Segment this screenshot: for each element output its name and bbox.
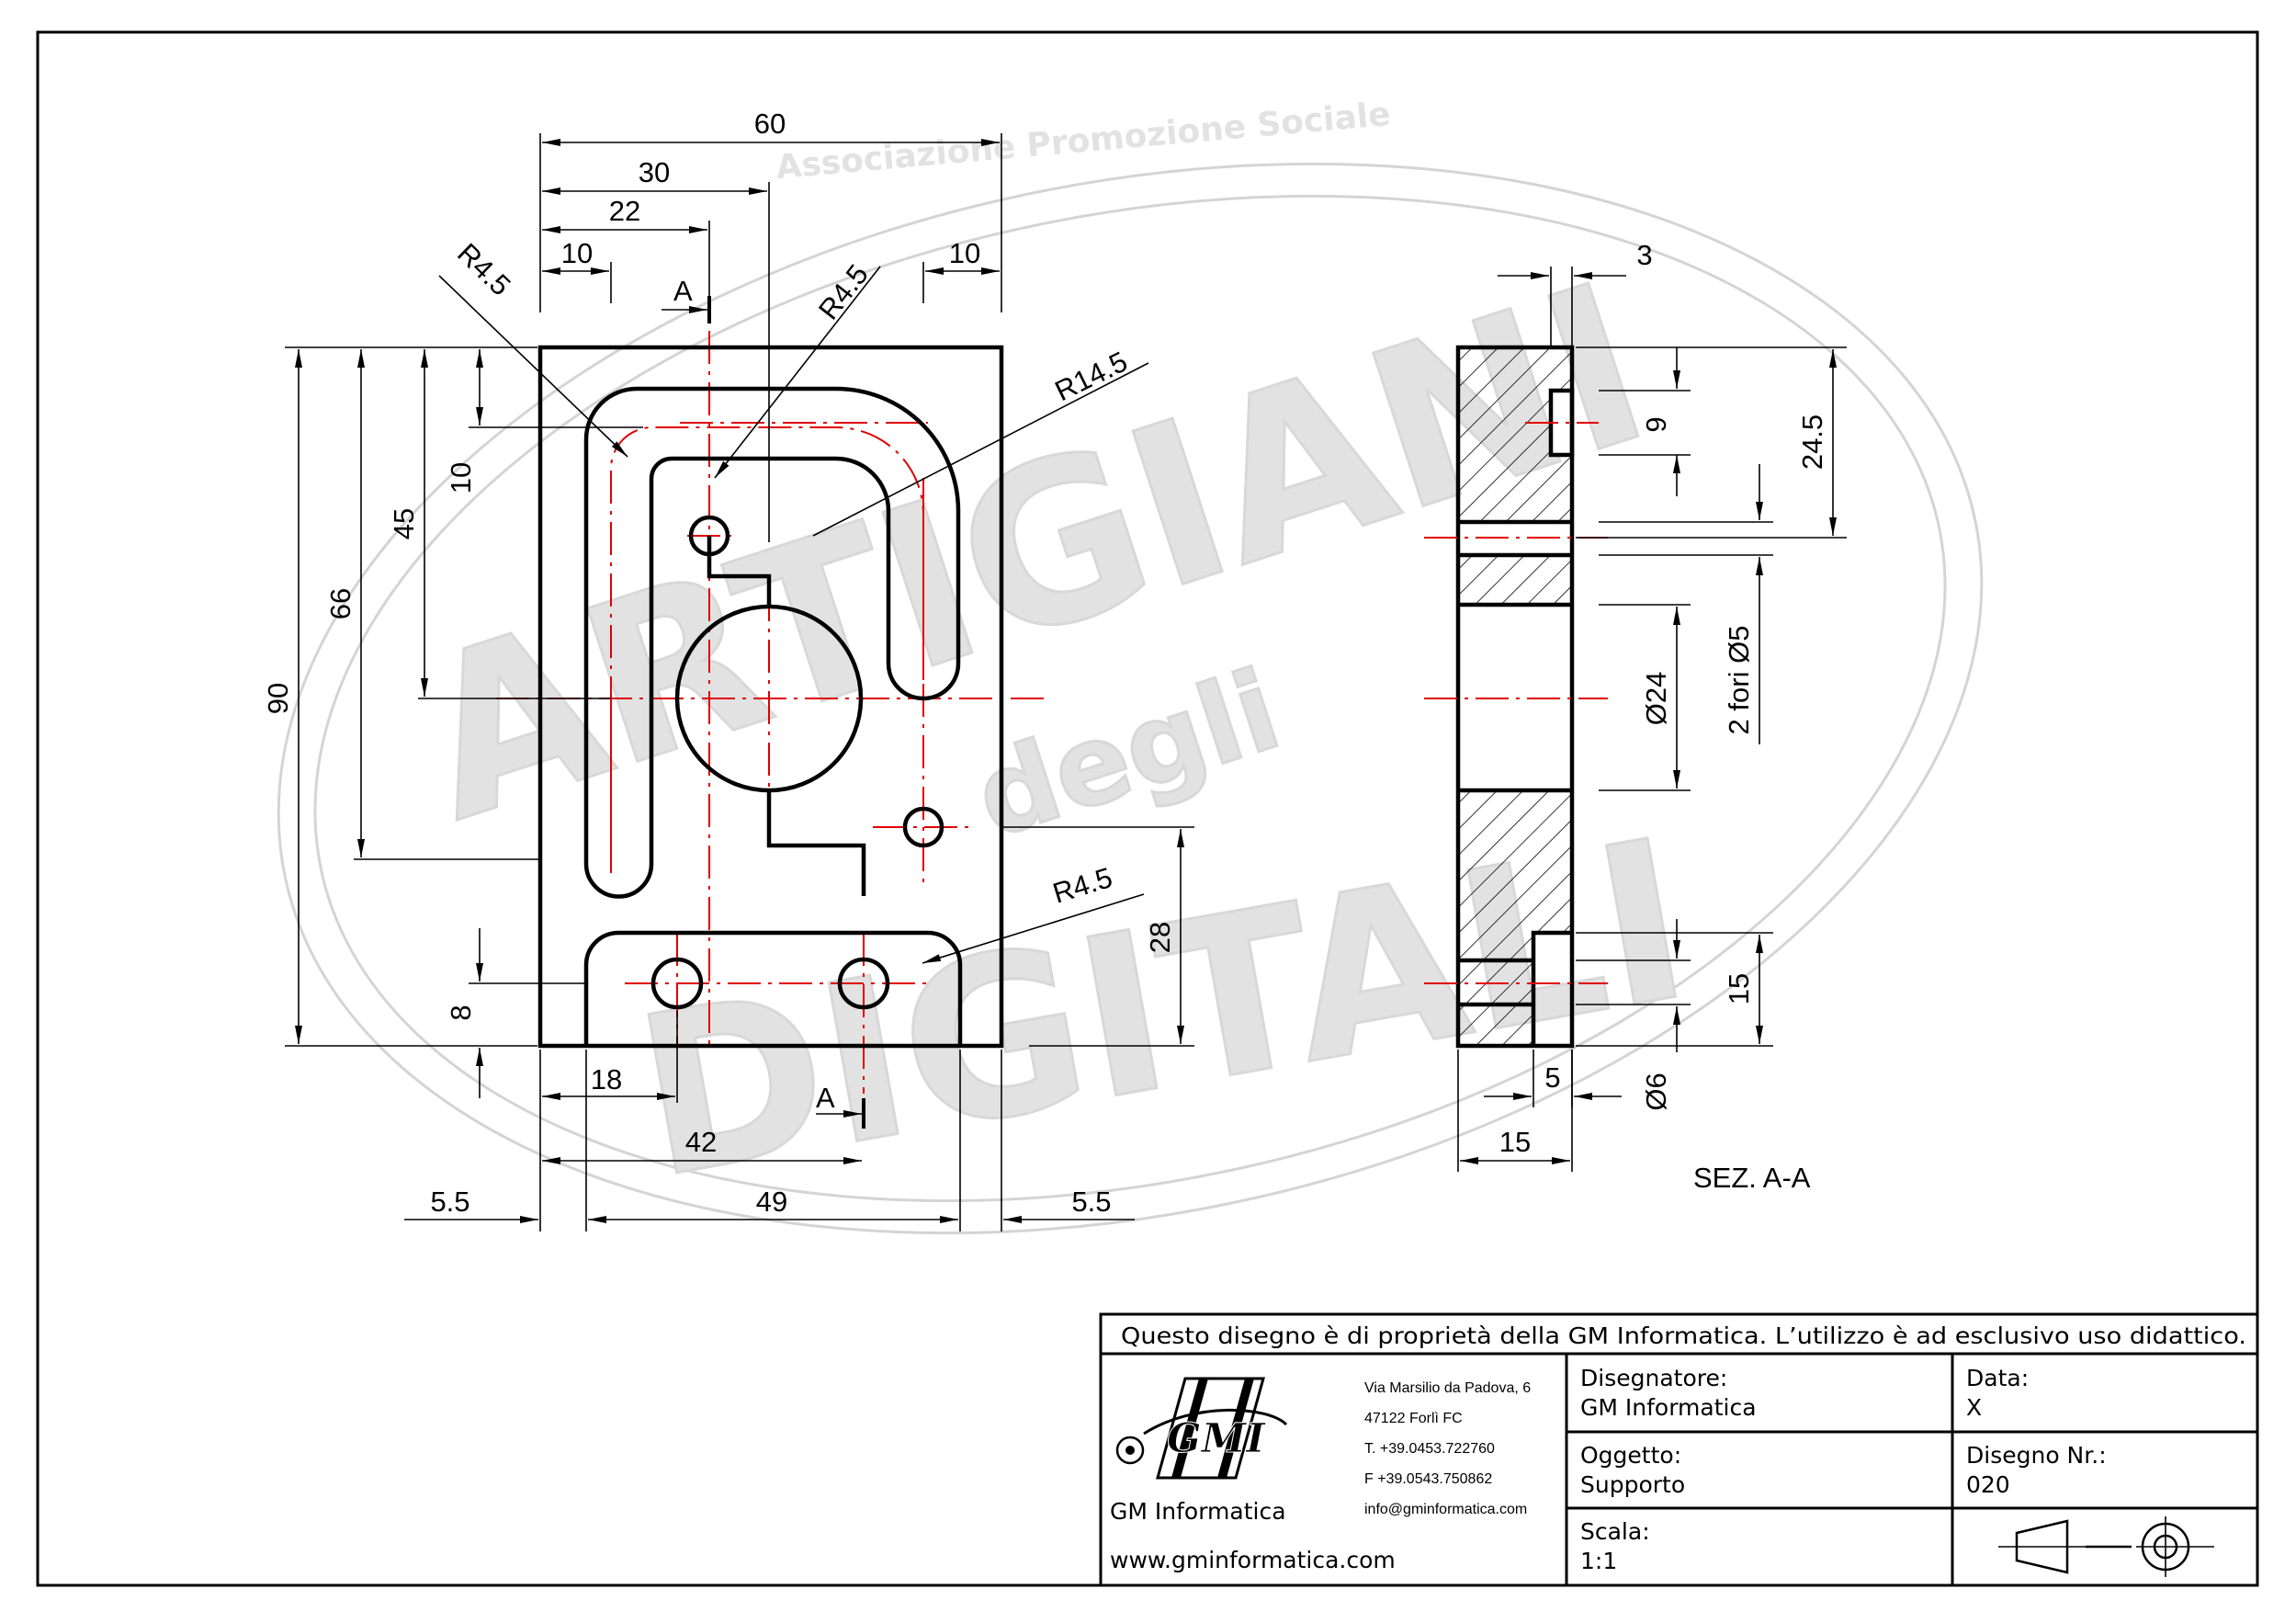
dim-bore: Ø24 [1640,672,1672,726]
designer-value: GM Informatica [1580,1394,1757,1421]
title-block-notice: Questo disegno è di proprietà della GM I… [1121,1322,2246,1349]
dim-bottom-offset: 8 [445,1004,477,1020]
date-value: X [1966,1394,1982,1421]
section-center-lines [1424,422,1608,984]
part-outline [537,345,1004,1049]
dim-slot-width: 3 [1636,239,1652,271]
dim-slot-depth: 66 [324,588,356,619]
company-address-2: 47122 Forlì FC [1364,1411,1463,1426]
section-dimensions: 3 9 24.5 2 fori Ø5 Ø24 15 [1457,239,1847,1172]
dim-bottom-hole-2: 42 [685,1126,717,1158]
watermark-association-text: Associazione Promozione Sociale [775,96,1392,187]
scale-label: Scala: [1580,1518,1650,1545]
dim-counterbore: 5 [1544,1061,1560,1094]
designer-label: Disegnatore: [1580,1365,1727,1391]
front-bottom-dimensions: 18 42 49 5.5 5.5 [404,1011,1135,1231]
dim-left-slot-offset: 10 [561,237,593,269]
dim-hole-height: 28 [1144,922,1176,953]
drawing-number-value: 020 [1966,1471,2010,1498]
dim-bottom-hole-1: 18 [591,1063,622,1095]
company-logo: GMI [1115,1377,1288,1480]
dim-top-block: 24.5 [1796,414,1828,470]
front-right-dimensions: 28 [1001,826,1194,1047]
company-fax: F +39.0543.750862 [1364,1471,1492,1487]
section-mark-top: A [673,275,693,307]
section-outline [1455,345,1575,1049]
hole-upper-left [688,515,730,557]
section-label: SEZ. A-A [1693,1162,1811,1194]
bottom-hole-1 [650,957,704,1010]
drawing-number-label: Disegno Nr.: [1966,1442,2107,1469]
dim-pocket: 9 [1640,416,1672,432]
company-name: GM Informatica [1110,1498,1286,1525]
company-website[interactable]: www.gminformatica.com [1110,1547,1396,1573]
front-top-dimensions: 60 30 22 10 10 [539,108,1002,542]
section-view: 3 9 24.5 2 fori Ø5 Ø24 15 [1424,239,1847,1194]
section-cut-top: A [662,275,711,323]
dim-to-hole: 22 [609,195,640,227]
dim-width-total: 60 [754,108,786,140]
radius-top-left: R4.5 [451,237,516,302]
dim-right-slot-offset: 10 [949,237,980,269]
dim-top-offset: 10 [445,462,477,494]
date-label: Data: [1966,1365,2029,1391]
section-cut-bottom: A [816,1082,865,1129]
dim-bottom-pocket: 15 [1723,973,1755,1004]
dim-hole-dia: Ø6 [1640,1073,1672,1110]
company-email[interactable]: info@gminformatica.com [1364,1502,1527,1517]
dim-thickness: 15 [1499,1126,1531,1158]
dim-height-total: 90 [262,683,294,714]
dim-left-margin: 5.5 [430,1186,469,1218]
logo-text: GMI [1167,1415,1266,1462]
section-hatching [1458,349,1572,1046]
bottom-hole-2 [837,957,890,1010]
first-angle-projection-icon [1998,1516,2214,1577]
dim-bottom-width: 49 [756,1186,787,1218]
dim-right-margin: 5.5 [1071,1186,1111,1218]
u-slot [583,386,961,899]
object-value: Supporto [1580,1471,1685,1498]
dim-center-height: 45 [388,508,420,539]
scale-value: 1:1 [1580,1548,1617,1574]
dim-to-center: 30 [639,156,670,188]
section-mark-bottom: A [816,1082,835,1114]
title-block: Questo disegno è di proprietà della GM I… [1099,1312,2259,1587]
front-left-dimensions: 90 66 45 10 8 [262,346,643,1098]
company-phone: T. +39.0453.722760 [1364,1441,1495,1457]
company-address-1: Via Marsilio da Padova, 6 [1364,1380,1531,1396]
object-label: Oggetto: [1580,1442,1681,1469]
radius-top-inner: R4.5 [812,258,875,325]
dim-holes-note: 2 fori Ø5 [1723,626,1755,735]
hole-right [902,806,944,848]
